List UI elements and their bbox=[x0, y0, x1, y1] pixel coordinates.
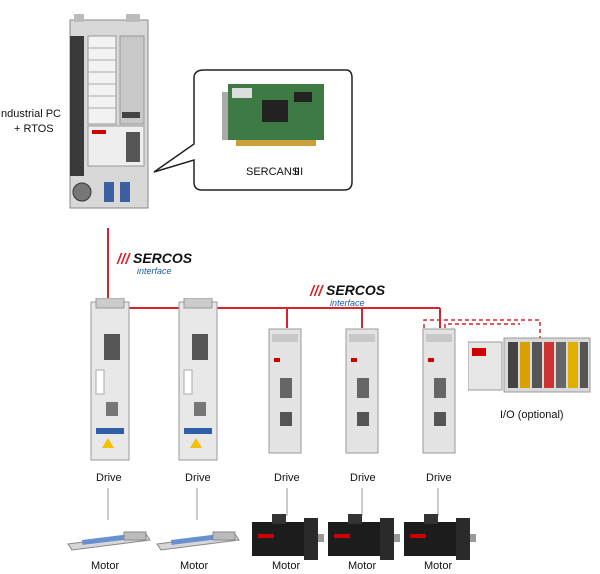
io-label: I/O (optional) bbox=[500, 409, 564, 421]
drive-label-3: Drive bbox=[274, 472, 300, 484]
drive-image-2 bbox=[178, 298, 218, 462]
drive-image-3 bbox=[268, 328, 302, 454]
servo-motor-image-2 bbox=[324, 514, 400, 560]
drive-image-1 bbox=[90, 298, 130, 462]
sercos-logo-1: /// SERCOS interface bbox=[117, 250, 193, 276]
servo-motor-image-1 bbox=[248, 514, 324, 560]
sercos-sub-2: interface bbox=[330, 298, 365, 308]
sercos-sub-1: interface bbox=[137, 266, 172, 276]
sercos-logo-2: /// SERCOS interface bbox=[310, 282, 386, 308]
sercos-brand-1: SERCOS bbox=[133, 250, 193, 266]
pc-label-line2: + RTOS bbox=[14, 123, 54, 135]
sercans-card-image bbox=[222, 78, 334, 154]
industrial-pc-image bbox=[68, 14, 150, 210]
drive-image-4 bbox=[345, 328, 379, 454]
drive-label-4: Drive bbox=[350, 472, 376, 484]
motor-label-1: Motor bbox=[91, 560, 120, 572]
motor-label-2: Motor bbox=[180, 560, 209, 572]
pc-label-line1: Industrial PC bbox=[0, 108, 61, 120]
motor-label-3: Motor bbox=[272, 560, 301, 572]
linear-motor-image-2 bbox=[155, 526, 241, 552]
sercans-suffix: III bbox=[294, 166, 304, 178]
drive-image-5 bbox=[422, 328, 456, 454]
motor-label-4: Motor bbox=[348, 560, 377, 572]
sercans-label: SERCANS bbox=[246, 166, 300, 178]
drive-label-1: Drive bbox=[96, 472, 122, 484]
io-module-image bbox=[468, 336, 592, 394]
motor-label-5: Motor bbox=[424, 560, 453, 572]
sercos-brand-2: SERCOS bbox=[326, 282, 386, 298]
drive-label-5: Drive bbox=[426, 472, 452, 484]
drive-label-2: Drive bbox=[185, 472, 211, 484]
linear-motor-image-1 bbox=[66, 526, 152, 552]
servo-motor-image-3 bbox=[400, 514, 476, 560]
